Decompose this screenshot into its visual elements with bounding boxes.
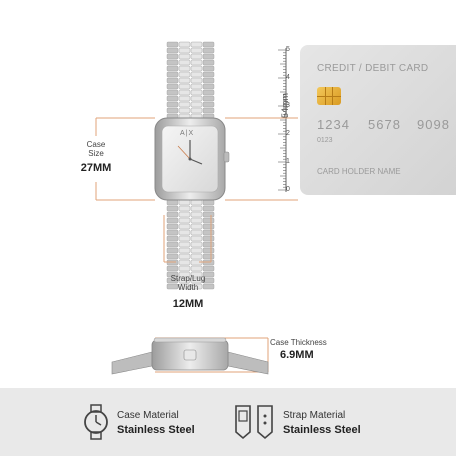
watch-case-icon xyxy=(84,404,108,440)
ruler-tick-1: 1 xyxy=(286,158,290,165)
ruler-tick-3: 3 xyxy=(286,102,290,109)
ruler-tick-5: 5 xyxy=(286,46,290,53)
case-thickness-label: Case Thickness xyxy=(270,338,327,347)
case-thickness-value: 6.9MM xyxy=(280,349,314,361)
strap-material-label: Strap Material xyxy=(283,410,346,421)
strap-material-value: Stainless Steel xyxy=(283,424,361,436)
card-holder-name: CARD HOLDER NAME xyxy=(317,167,401,176)
credit-card: CREDIT / DEBIT CARD 1234 5678 9098 0123 … xyxy=(300,45,456,195)
card-number-1: 1234 xyxy=(317,117,350,132)
ruler xyxy=(278,48,287,192)
strap-icon xyxy=(235,405,273,440)
watch-front-image xyxy=(154,41,230,290)
watch-brand-logo: A|X xyxy=(180,130,195,137)
ruler-tick-0: 0 xyxy=(286,186,290,193)
watch-side-image xyxy=(111,337,269,375)
card-number-2: 5678 xyxy=(368,117,401,132)
case-size-label: Case Size xyxy=(86,140,106,158)
card-small-number: 0123 xyxy=(317,137,333,144)
features-footer: Case Material Stainless Steel Strap Mate… xyxy=(0,388,456,456)
case-material-label: Case Material xyxy=(117,410,179,421)
ruler-tick-4: 4 xyxy=(286,74,290,81)
strap-width-label: Strap/Lug Width xyxy=(170,274,206,292)
card-number-3: 9098 xyxy=(417,117,450,132)
ruler-tick-2: 2 xyxy=(286,130,290,137)
strap-width-value: 12MM xyxy=(172,298,204,310)
card-chip-icon xyxy=(317,87,341,105)
case-material-value: Stainless Steel xyxy=(117,424,195,436)
card-title: CREDIT / DEBIT CARD xyxy=(317,63,429,74)
case-size-value: 27MM xyxy=(80,162,112,174)
